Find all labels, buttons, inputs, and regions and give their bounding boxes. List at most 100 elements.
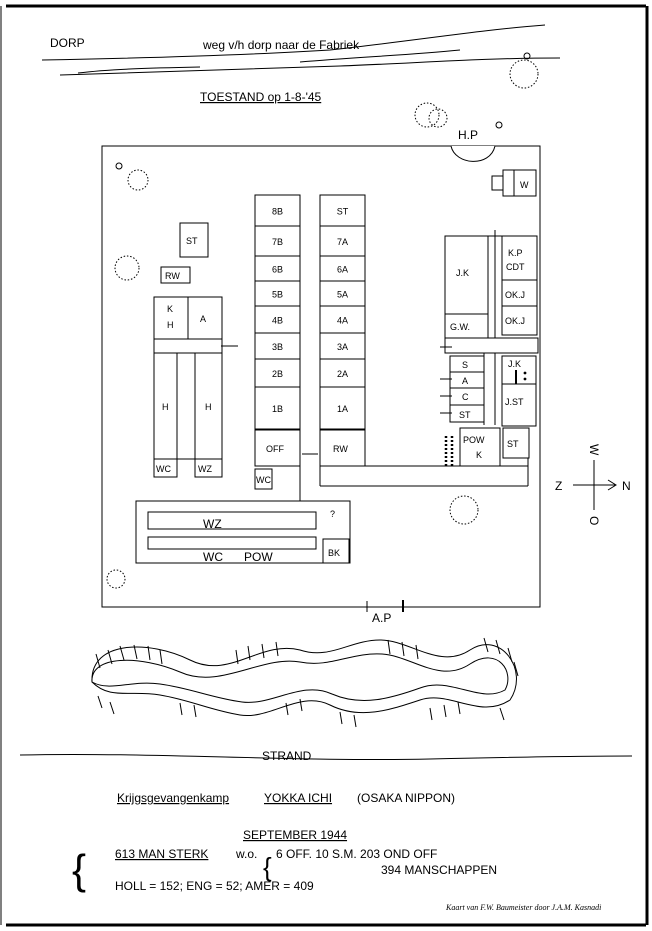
tree-icon (127, 169, 149, 191)
road-edge-south (59, 57, 561, 76)
building-label: WZ (198, 464, 212, 474)
building-pow-k (459, 427, 501, 467)
building-label: ST (459, 410, 471, 420)
building-label: RW (165, 271, 180, 281)
barrack-label: 6A (337, 265, 348, 275)
building-st-west (179, 222, 209, 258)
compass-north-label: N (622, 479, 631, 493)
barrack-label: 7B (272, 237, 283, 247)
stats-breakdown-1: 6 OFF. 10 S.M. 203 OND OFF (276, 847, 437, 861)
building-label: H (162, 402, 169, 412)
building-label: ? (330, 509, 335, 519)
pond-inner (91, 653, 509, 703)
building-wc-small (254, 468, 273, 490)
building-label: WZ (203, 517, 222, 531)
tree-icon (449, 495, 479, 525)
barrack-label: 3A (337, 342, 348, 352)
barrack-section (319, 194, 366, 227)
barrack-h-block (153, 352, 223, 460)
tree-icon (106, 569, 126, 589)
road-edge-north (41, 24, 546, 61)
building-label: POW (463, 435, 485, 445)
main-gate-arc (450, 145, 496, 162)
east-corridor (444, 337, 539, 354)
building-okj-2 (501, 305, 538, 336)
village-label: DORP (50, 36, 85, 50)
building-label: OFF (266, 444, 284, 454)
building-label: BK (328, 548, 340, 558)
building-label: J.ST (505, 397, 524, 407)
building-w (502, 169, 537, 197)
barrack-label: 1A (337, 404, 348, 414)
barrack-label: 5B (272, 290, 283, 300)
camp-perimeter (101, 145, 541, 608)
stats-strength: 613 MAN STERK (115, 847, 208, 861)
tree-icon (495, 121, 503, 129)
tree-icon (414, 102, 440, 128)
barrack-label: 4A (337, 316, 348, 326)
barrack-label: 1B (272, 404, 283, 414)
barrack-label: 7A (337, 237, 348, 247)
barrack-section (254, 225, 301, 257)
road-label: weg v/h dorp naar de Fabriek (202, 38, 360, 52)
road-mark-1 (77, 66, 201, 74)
main-gate-label: H.P (458, 128, 478, 142)
building-label: WC (256, 475, 271, 485)
building-label: WC (203, 550, 223, 564)
building-label: J.K (508, 359, 521, 369)
barrack-section (254, 280, 301, 307)
marker (523, 377, 527, 381)
compass-east-label: O (587, 516, 601, 525)
tree-icon (428, 108, 448, 128)
building-label: G.W. (450, 322, 470, 332)
compass-west-label: W (587, 444, 601, 456)
compass-north-arrow (607, 479, 617, 491)
barrack-label: ST (337, 207, 349, 217)
building-label: C (462, 392, 469, 402)
barrack-section (254, 305, 301, 334)
building-label: S (462, 360, 468, 370)
barrack-section (254, 332, 301, 360)
building-label: POW (244, 550, 273, 564)
building-label: RW (333, 444, 348, 454)
building-w-annex (491, 175, 504, 191)
dune-hatch (95, 637, 519, 728)
building-label: W (520, 180, 529, 190)
barrack-label: 2A (337, 369, 348, 379)
barrack-section (319, 386, 366, 430)
stats-breakdown-2: 394 MANSCHAPPEN (381, 863, 497, 877)
stats-date: SEPTEMBER 1944 (243, 828, 347, 842)
shoreline (19, 753, 633, 761)
corridor-west (153, 338, 223, 354)
barrack-section (319, 225, 366, 257)
barrack-section (319, 332, 366, 360)
building-label: OK.J (505, 316, 525, 326)
tree-icon (523, 52, 531, 60)
rear-gate-label: A.P (372, 611, 391, 625)
status-date-title: TOESTAND op 1-8-'45 (200, 90, 322, 104)
camp-title-suffix: (OSAKA NIPPON) (357, 791, 455, 805)
sub-brace: { (263, 852, 272, 882)
barrack-label: 4B (272, 316, 283, 326)
building-label: CDT (506, 262, 525, 272)
barrack-label: 2B (272, 369, 283, 379)
compass-south-label: Z (555, 479, 562, 493)
building-label: H (205, 402, 212, 412)
map-credit: Kaart van F.W. Baumeister door J.A.M. Ka… (445, 903, 601, 912)
barrack-section (254, 194, 301, 227)
camp-title-name: YOKKA ICHI (264, 791, 332, 805)
building-st-east-2 (502, 427, 530, 459)
beach-label: STRAND (262, 749, 312, 763)
building-label: A (462, 376, 468, 386)
building-jk-small (501, 355, 537, 385)
barrack-label: 5A (337, 290, 348, 300)
tree-icon (114, 255, 140, 281)
building-kp-cdt (501, 235, 538, 281)
building-label: K (476, 450, 482, 460)
building-off (254, 429, 301, 467)
barrack-section (254, 386, 301, 430)
building-jst (501, 383, 537, 427)
building-label: WC (156, 464, 171, 474)
